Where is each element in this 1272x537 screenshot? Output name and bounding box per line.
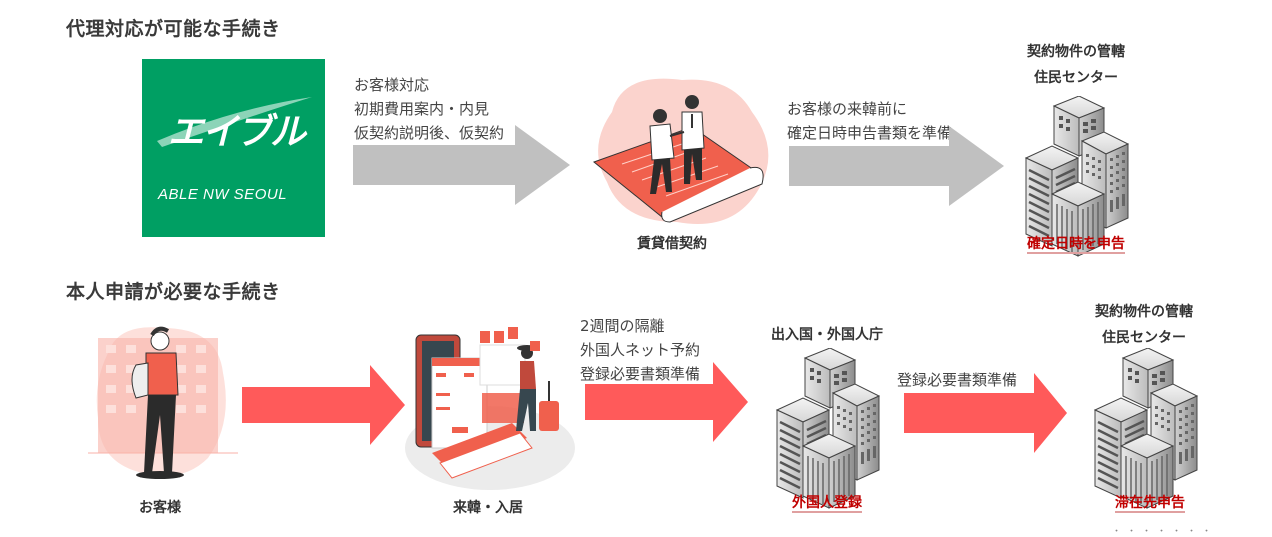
fixed-date-report-link[interactable]: 確定日時を申告 [1027, 236, 1125, 252]
footer-partial-text: ・・・・・・・ [1112, 527, 1218, 537]
section-title-personal: 本人申請が必要な手続き [66, 281, 281, 303]
red-arrow2-line-3: 登録必要書類準備 [580, 365, 701, 383]
section-title-proxy: 代理対応が可能な手続き [66, 18, 281, 40]
residence-center2-title-line-1: 契約物件の管轄 [1095, 304, 1193, 320]
arrow2-line-1: お客様の来韓前に [787, 100, 908, 118]
able-logo: エイブル ABLE NW SEOUL [142, 59, 325, 237]
gray-arrow-icon [353, 125, 570, 205]
logo-swoosh-icon [157, 97, 312, 147]
red-arrow-icon [904, 373, 1067, 453]
red-arrow2-line-2: 外国人ネット予約 [580, 341, 701, 359]
customer-label: お客様 [139, 500, 181, 516]
foreigner-registration-link[interactable]: 外国人登録 [792, 495, 862, 511]
red-arrow-icon [242, 365, 405, 445]
red-arrow2-line-1: 2週間の隔離 [580, 317, 665, 335]
residence-report-link[interactable]: 滞在先申告 [1115, 495, 1185, 511]
residence-center2-title: 契約物件の管轄 住民センター [1095, 299, 1193, 351]
red-arrow3-description: 登録必要書類準備 [897, 371, 1018, 389]
red-arrow-icon [585, 362, 748, 442]
office-building-icon [1093, 348, 1199, 510]
arrow1-line-2: 初期費用案内・内見 [354, 100, 490, 118]
rental-contract-label: 賃貸借契約 [637, 236, 707, 252]
residence-center2-title-line-2: 住民センター [1102, 330, 1186, 346]
customer-woman-illustration [88, 326, 238, 479]
red-arrow2-description: 2週間の隔離 外国人ネット予約 登録必要書類準備 [580, 314, 700, 386]
residence-center-title-line-2: 住民センター [1034, 70, 1118, 86]
residence-center-title-line-1: 契約物件の管轄 [1027, 44, 1125, 60]
contract-handshake-illustration [592, 78, 769, 224]
immigration-office-title: 出入国・外国人庁 [771, 327, 883, 343]
arrow1-line-3: 仮契約説明後、仮契約 [354, 124, 505, 142]
logo-kana: エイブル [168, 112, 306, 153]
gray-arrow-icon [789, 126, 1004, 206]
travel-arrival-illustration [405, 327, 575, 490]
logo-name: ABLE NW SEOUL [158, 186, 288, 203]
residence-center-title: 契約物件の管轄 住民センター [1027, 39, 1125, 91]
arrow1-line-1: お客様対応 [354, 76, 430, 94]
arrow2-line-2: 確定日時申告書類を準備 [787, 124, 953, 142]
arrow1-description: お客様対応 初期費用案内・内見 仮契約説明後、仮契約 [354, 73, 504, 145]
arrow2-description: お客様の来韓前に 確定日時申告書類を準備 [787, 97, 952, 145]
arrival-move-in-label: 来韓・入居 [453, 500, 523, 516]
office-building-icon [775, 348, 881, 510]
